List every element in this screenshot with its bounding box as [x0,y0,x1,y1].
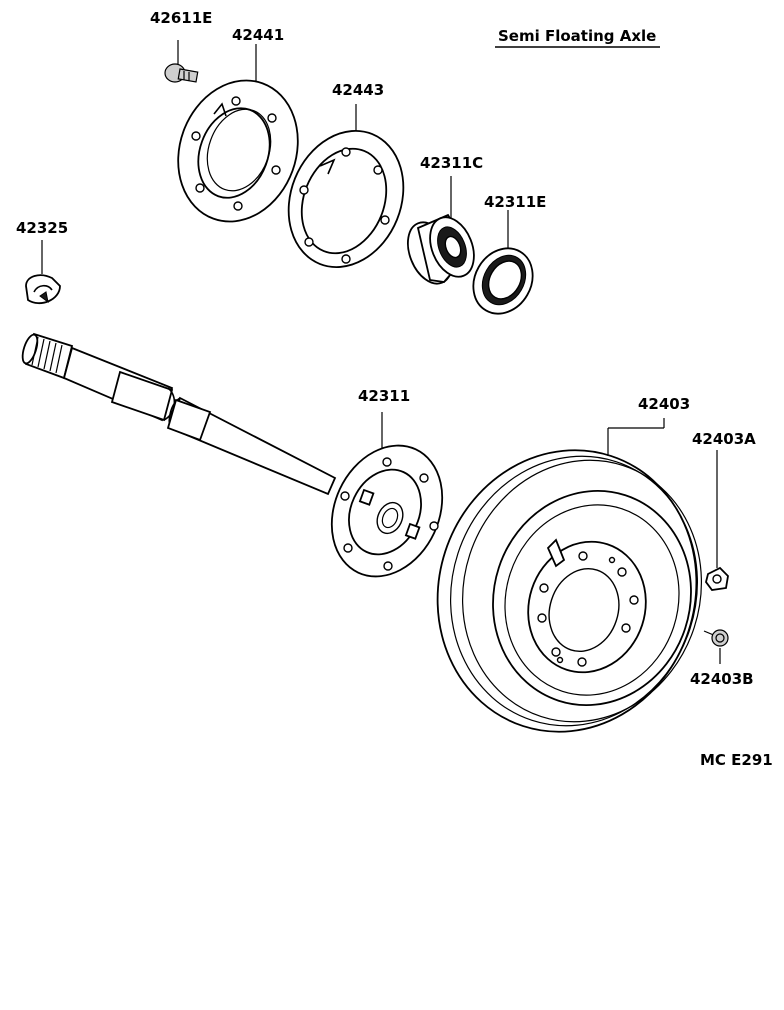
bearing-retainer-42441 [177,44,299,223]
label-42311C: 42311C [420,154,483,172]
figure-code: MC E291 [700,751,773,769]
label-42611E: 42611E [150,9,212,27]
label-42311: 42311 [358,387,410,405]
axle-shaft-42311 [21,332,444,578]
label-42325: 42325 [16,219,68,237]
label-42441: 42441 [232,26,284,44]
label-42311E: 42311E [484,193,546,211]
label-42443: 42443 [332,81,384,99]
brake-drum-42403 [436,418,703,733]
diagram-title: Semi Floating Axle [498,27,656,45]
bolt-42611E [164,40,199,83]
gasket-42443 [287,104,405,268]
plug-42403A [705,450,729,591]
bearing-42311C [407,176,475,285]
clip-42325 [25,240,61,305]
label-42403B: 42403B [690,670,754,688]
oil-seal-42311E [472,210,534,315]
label-42403: 42403 [638,395,690,413]
screw-42403B [703,629,729,664]
label-42403A: 42403A [692,430,756,448]
